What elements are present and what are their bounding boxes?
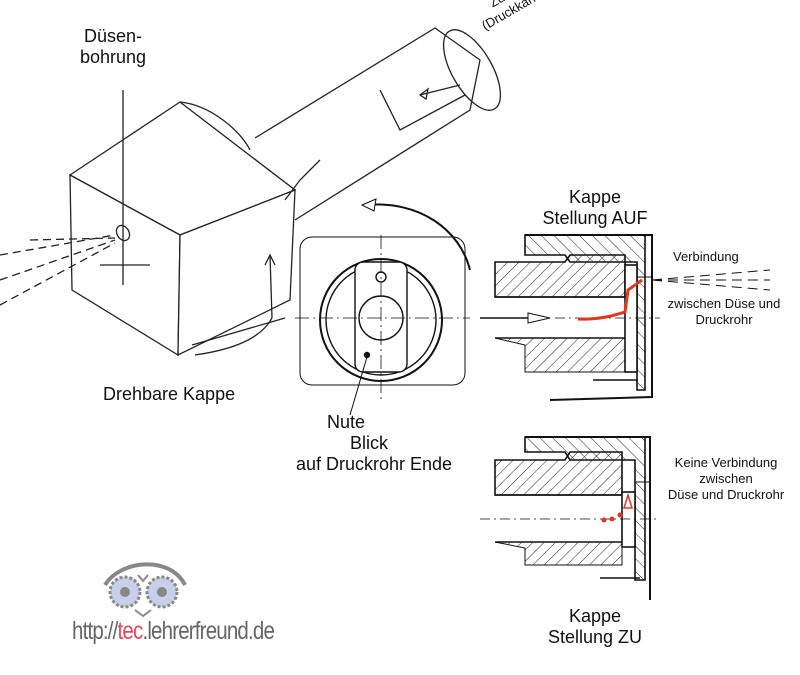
section-open: [480, 234, 771, 401]
label-verbindung: Verbindung: [673, 249, 739, 264]
label-line: Düsen-: [84, 26, 143, 46]
label-nute: Nute: [327, 412, 366, 432]
label-line: zwischen Düse und: [667, 296, 781, 311]
url-highlight: tec: [117, 617, 144, 645]
label-kappe-zu: Kappe Stellung ZU: [530, 606, 660, 648]
label-zwischen-auf: zwischen Düse und Druckrohr: [655, 296, 793, 328]
label-line: Kappe: [568, 187, 622, 207]
label-line: bohrung: [80, 47, 147, 67]
label-kappe-auf: Kappe Stellung AUF: [530, 187, 660, 229]
label-line: Düse und Druckrohr: [667, 487, 785, 502]
label-line: Blick: [349, 433, 388, 453]
label-line: Druckrohr: [695, 312, 753, 327]
logo-owl-icon: [103, 562, 187, 618]
label-line: Stellung ZU: [547, 627, 643, 647]
label-line: Stellung AUF: [542, 208, 648, 228]
logo-url: http://tec.lehrerfreund.de: [72, 617, 275, 646]
flow-path-closed: [601, 492, 634, 523]
url-suffix: .lehrerfreund.de: [142, 617, 275, 645]
url-prefix: http://: [72, 617, 118, 645]
section-closed: [480, 436, 660, 600]
label-blick: Blick auf Druckrohr Ende: [279, 433, 469, 475]
label-line: Keine Verbindung: [674, 455, 778, 470]
label-line: auf Druckrohr Ende: [295, 454, 453, 474]
flow-path-open: [577, 278, 643, 321]
label-line: Kappe: [568, 606, 622, 626]
label-drehbare-kappe: Drehbare Kappe: [103, 384, 236, 404]
nozzle-isometric: [0, 27, 502, 357]
label-keine-verbindung: Keine Verbindung zwischen Düse und Druck…: [658, 455, 794, 503]
label-duesenbohrung: Düsen- bohrung: [80, 26, 146, 68]
label-line: zwischen: [699, 471, 753, 486]
end-view: [295, 235, 470, 416]
